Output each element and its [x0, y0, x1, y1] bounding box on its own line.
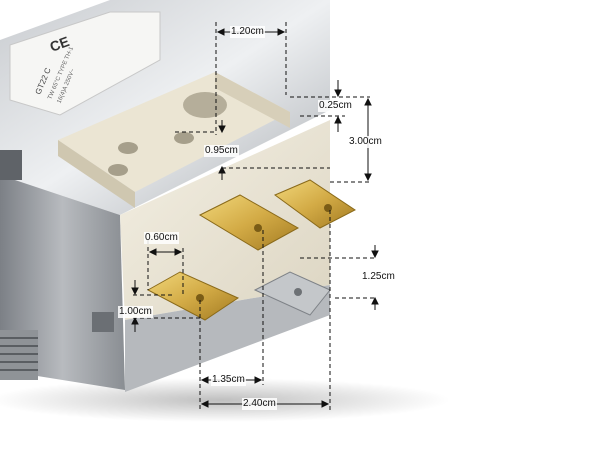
spade-hole-1 — [254, 224, 262, 232]
spade-terminal-3 — [146, 271, 240, 321]
spade-terminal-1 — [198, 194, 300, 251]
metal-housing-bottom — [125, 285, 330, 392]
dimension-height: 3.00cm — [348, 136, 383, 148]
product-label — [9, 11, 161, 116]
dimension-tab-height: 1.00cm — [118, 306, 153, 318]
terminal-hole-3 — [108, 164, 128, 176]
terminal-hole-large — [183, 92, 227, 118]
terminal-hole-2 — [174, 132, 194, 144]
dimension-top-width: 1.20cm — [230, 26, 265, 38]
dimension-hole-gap: 0.95cm — [204, 145, 239, 157]
ground-tab-hole — [294, 288, 302, 296]
dimension-tab-width: 0.60cm — [144, 232, 179, 244]
side-clip-lower — [92, 312, 114, 332]
ceramic-block-front — [58, 140, 135, 208]
dimension-total-pitch: 2.40cm — [242, 398, 277, 410]
dimension-tab-offset: 1.25cm — [361, 271, 396, 283]
terminal-hole-1 — [118, 142, 138, 154]
ceramic-block-right — [215, 72, 290, 128]
spade-terminal-2 — [273, 179, 356, 229]
spade-hole-2 — [324, 204, 332, 212]
floor-shadow — [0, 378, 450, 422]
dimension-top-offset: 0.25cm — [318, 100, 353, 112]
side-clip-upper — [0, 150, 22, 180]
dimension-tab-pitch: 1.35cm — [211, 374, 246, 386]
ce-mark: CE — [48, 33, 72, 55]
ceramic-block-top — [58, 72, 290, 192]
spade-hole-3 — [196, 294, 204, 302]
dimension-lines — [133, 22, 375, 410]
